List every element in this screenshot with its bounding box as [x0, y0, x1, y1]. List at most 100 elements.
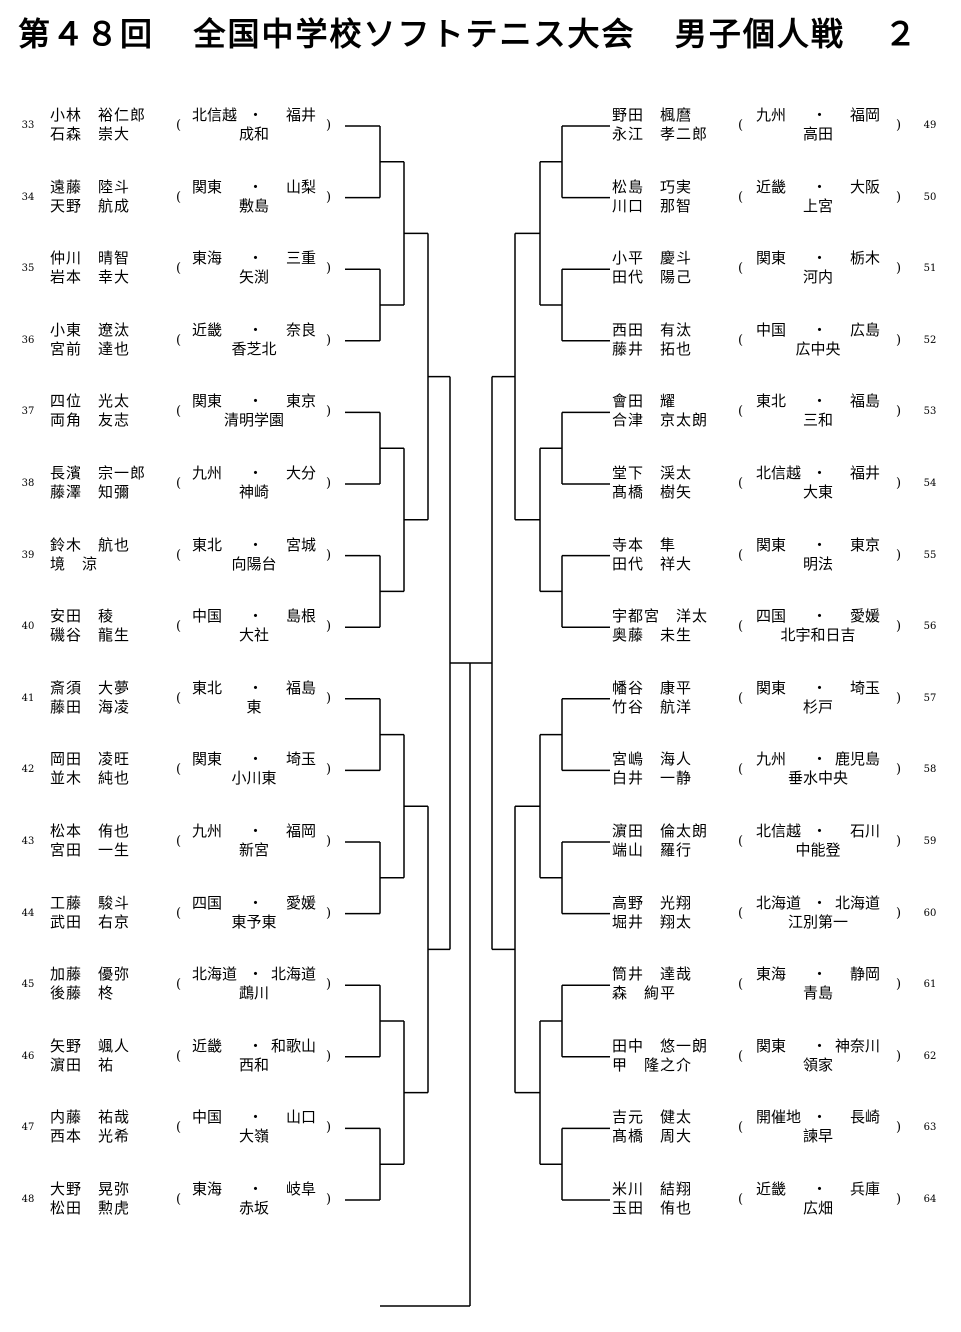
close-paren: ) — [896, 1192, 902, 1207]
region-name: 九州 — [192, 822, 223, 840]
draw-number: 52 — [923, 334, 937, 346]
school-name: 敷島 — [238, 196, 269, 215]
school-name: 広中央 — [795, 339, 841, 358]
region-name: 近畿 — [192, 1036, 223, 1055]
school-name: 広畑 — [802, 1199, 833, 1217]
prefecture-name: 岐阜 — [285, 1180, 316, 1198]
player-pair: 矢野 颯人濵田 祐 — [50, 1037, 160, 1075]
player-pair: 小林 裕仁郎石森 崇大 — [50, 106, 160, 144]
player-pair: 小東 遼汰宮前 達也 — [50, 321, 160, 359]
player-name: 小林 裕仁郎 — [50, 106, 147, 124]
open-paren: ( — [738, 1048, 744, 1064]
close-paren: ) — [896, 118, 902, 133]
prefecture-name: 奈良 — [285, 320, 316, 339]
separator-dot: ・ — [812, 678, 828, 697]
close-paren: ) — [896, 619, 902, 635]
close-paren: ) — [896, 1048, 902, 1064]
school-name: 西和 — [238, 1055, 269, 1074]
school-name: 赤坂 — [238, 1199, 269, 1217]
region-prefecture: 開催地・長崎 — [748, 1108, 888, 1127]
close-paren: ) — [896, 690, 902, 706]
player-name: 宇都宮 洋太 — [612, 607, 709, 626]
player-name: 竹谷 航洋 — [612, 697, 693, 716]
close-paren: ) — [326, 476, 332, 491]
player-pair: 堂下 渓太髙橋 樹矢 — [612, 464, 722, 502]
close-paren: ) — [326, 118, 332, 133]
draw-number: 41 — [21, 692, 35, 704]
region-name: 北海道 — [756, 893, 802, 912]
player-pair: 小平 慶斗田代 陽己 — [612, 249, 722, 287]
draw-number: 34 — [21, 191, 35, 203]
region-prefecture: 関東・埼玉 — [184, 750, 324, 769]
open-paren: ( — [738, 619, 744, 635]
school-name: 諫早 — [802, 1127, 833, 1146]
draw-number: 49 — [923, 120, 937, 131]
region-prefecture: 北信越・石川 — [748, 822, 888, 841]
open-paren: ( — [176, 547, 182, 563]
region-prefecture: 北海道・北海道 — [748, 894, 888, 913]
region-name: 関東 — [756, 678, 787, 697]
region-prefecture: 北信越・福井 — [748, 464, 888, 483]
open-paren: ( — [176, 1120, 182, 1136]
prefecture-name: 福島 — [849, 392, 880, 411]
player-pair: 會田 耀合津 京太朗 — [612, 392, 722, 430]
separator-dot: ・ — [812, 320, 828, 339]
player-name: 四位 光太 — [50, 392, 131, 411]
player-name: 髙橋 樹矢 — [612, 483, 693, 501]
separator-dot: ・ — [812, 607, 828, 626]
player-name: 西田 有汰 — [612, 320, 693, 339]
school-name: 新宮 — [238, 841, 269, 859]
title-edition: 第４８回 — [18, 15, 155, 53]
player-name: 田代 祥大 — [612, 554, 693, 573]
player-name: 筒井 達哉 — [612, 965, 693, 984]
draw-number: 43 — [21, 836, 35, 847]
prefecture-name: 鹿児島 — [834, 750, 880, 769]
prefecture-name: 埼玉 — [285, 750, 316, 769]
separator-dot: ・ — [248, 535, 264, 554]
title-tournament: 全国中学校ソフトテニス大会 — [193, 15, 636, 53]
draw-number: 59 — [923, 836, 937, 847]
prefecture-name: 北海道 — [834, 893, 880, 912]
region-prefecture: 関東・埼玉 — [748, 679, 888, 698]
player-pair: 岡田 凌旺並木 純也 — [50, 750, 160, 788]
player-pair: 斎須 大夢藤田 海凌 — [50, 679, 160, 717]
school-name: 大社 — [238, 626, 269, 645]
separator-dot: ・ — [248, 1036, 264, 1055]
open-paren: ( — [176, 834, 182, 849]
school-name: 東予東 — [231, 912, 277, 931]
open-paren: ( — [738, 189, 744, 205]
school-name: 河内 — [802, 268, 833, 287]
player-pair: 田中 悠一朗甲 隆之介 — [612, 1037, 722, 1075]
draw-number: 56 — [923, 621, 937, 633]
prefecture-name: 福井 — [285, 106, 316, 124]
player-name: 米川 結翔 — [612, 1180, 693, 1198]
region-name: 東海 — [192, 1180, 223, 1198]
draw-number: 51 — [923, 263, 937, 275]
open-paren: ( — [738, 1192, 744, 1207]
close-paren: ) — [896, 404, 902, 420]
player-name: 高野 光翔 — [612, 893, 693, 912]
draw-number: 53 — [923, 406, 937, 418]
region-prefecture: 四国・愛媛 — [748, 607, 888, 626]
region-prefecture: 東北・福島 — [748, 392, 888, 411]
player-name: 濵田 倫太朗 — [612, 822, 709, 840]
close-paren: ) — [896, 189, 902, 205]
player-name: 内藤 祐哉 — [50, 1108, 131, 1127]
region-name: 九州 — [756, 106, 787, 124]
prefecture-name: 福島 — [285, 678, 316, 697]
player-pair: 大野 晃弥松田 勲虎 — [50, 1180, 160, 1218]
draw-number: 37 — [21, 406, 35, 418]
player-name: 境 涼 — [50, 554, 99, 573]
player-name: 川口 那智 — [612, 196, 693, 215]
close-paren: ) — [326, 1120, 332, 1136]
prefecture-name: 大阪 — [849, 177, 880, 196]
prefecture-name: 長崎 — [849, 1108, 880, 1127]
